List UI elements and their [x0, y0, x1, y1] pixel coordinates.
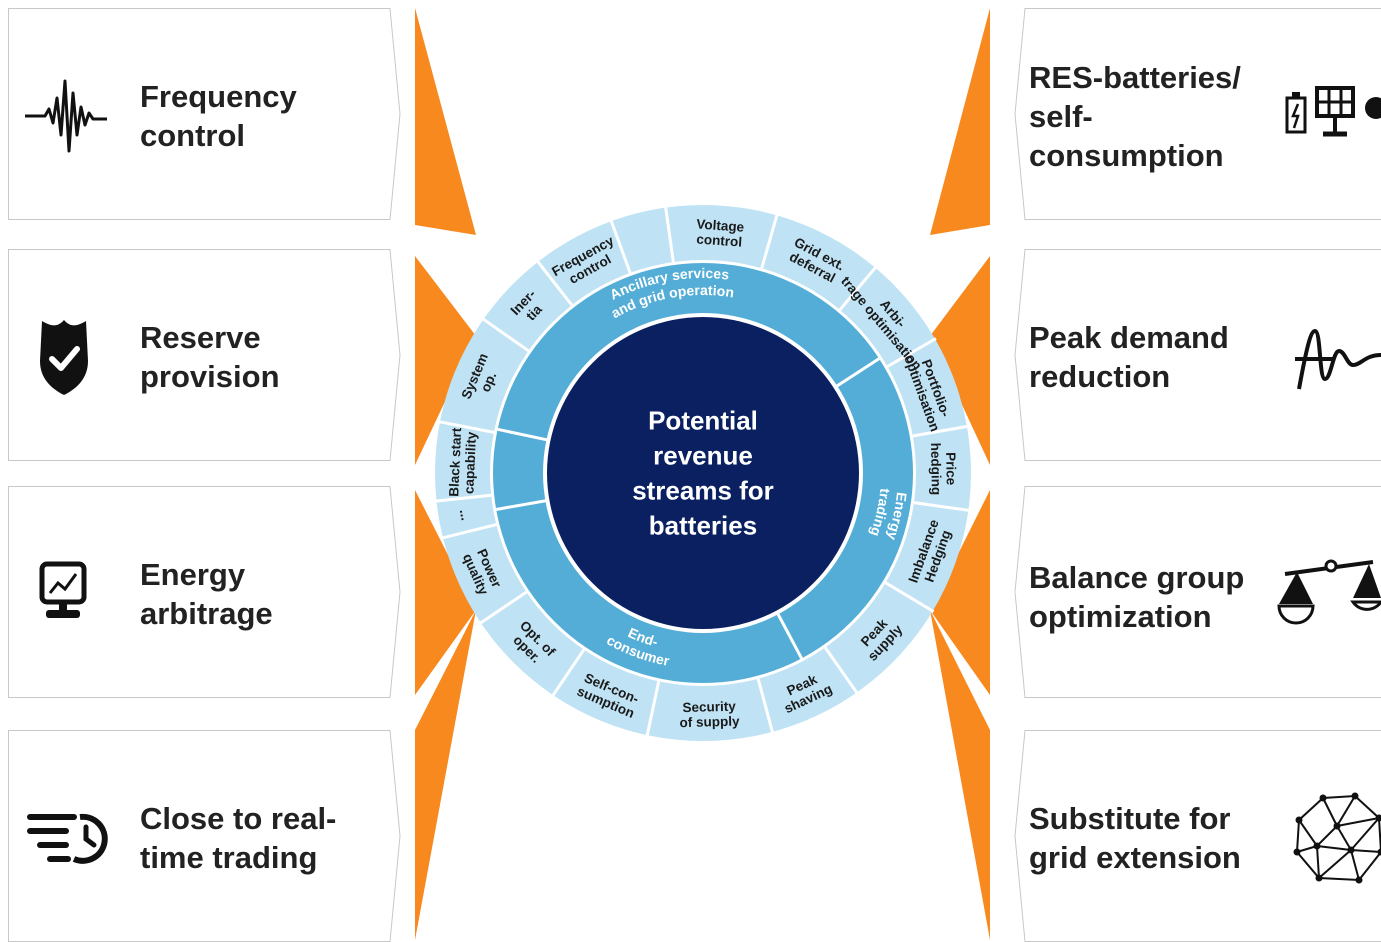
outer-segment-label: Voltagecontrol — [695, 216, 745, 249]
outer-segment-label: Black startcapability — [446, 427, 479, 498]
outer-segment-label: Securityof supply — [679, 699, 740, 731]
center-circle — [547, 317, 859, 629]
